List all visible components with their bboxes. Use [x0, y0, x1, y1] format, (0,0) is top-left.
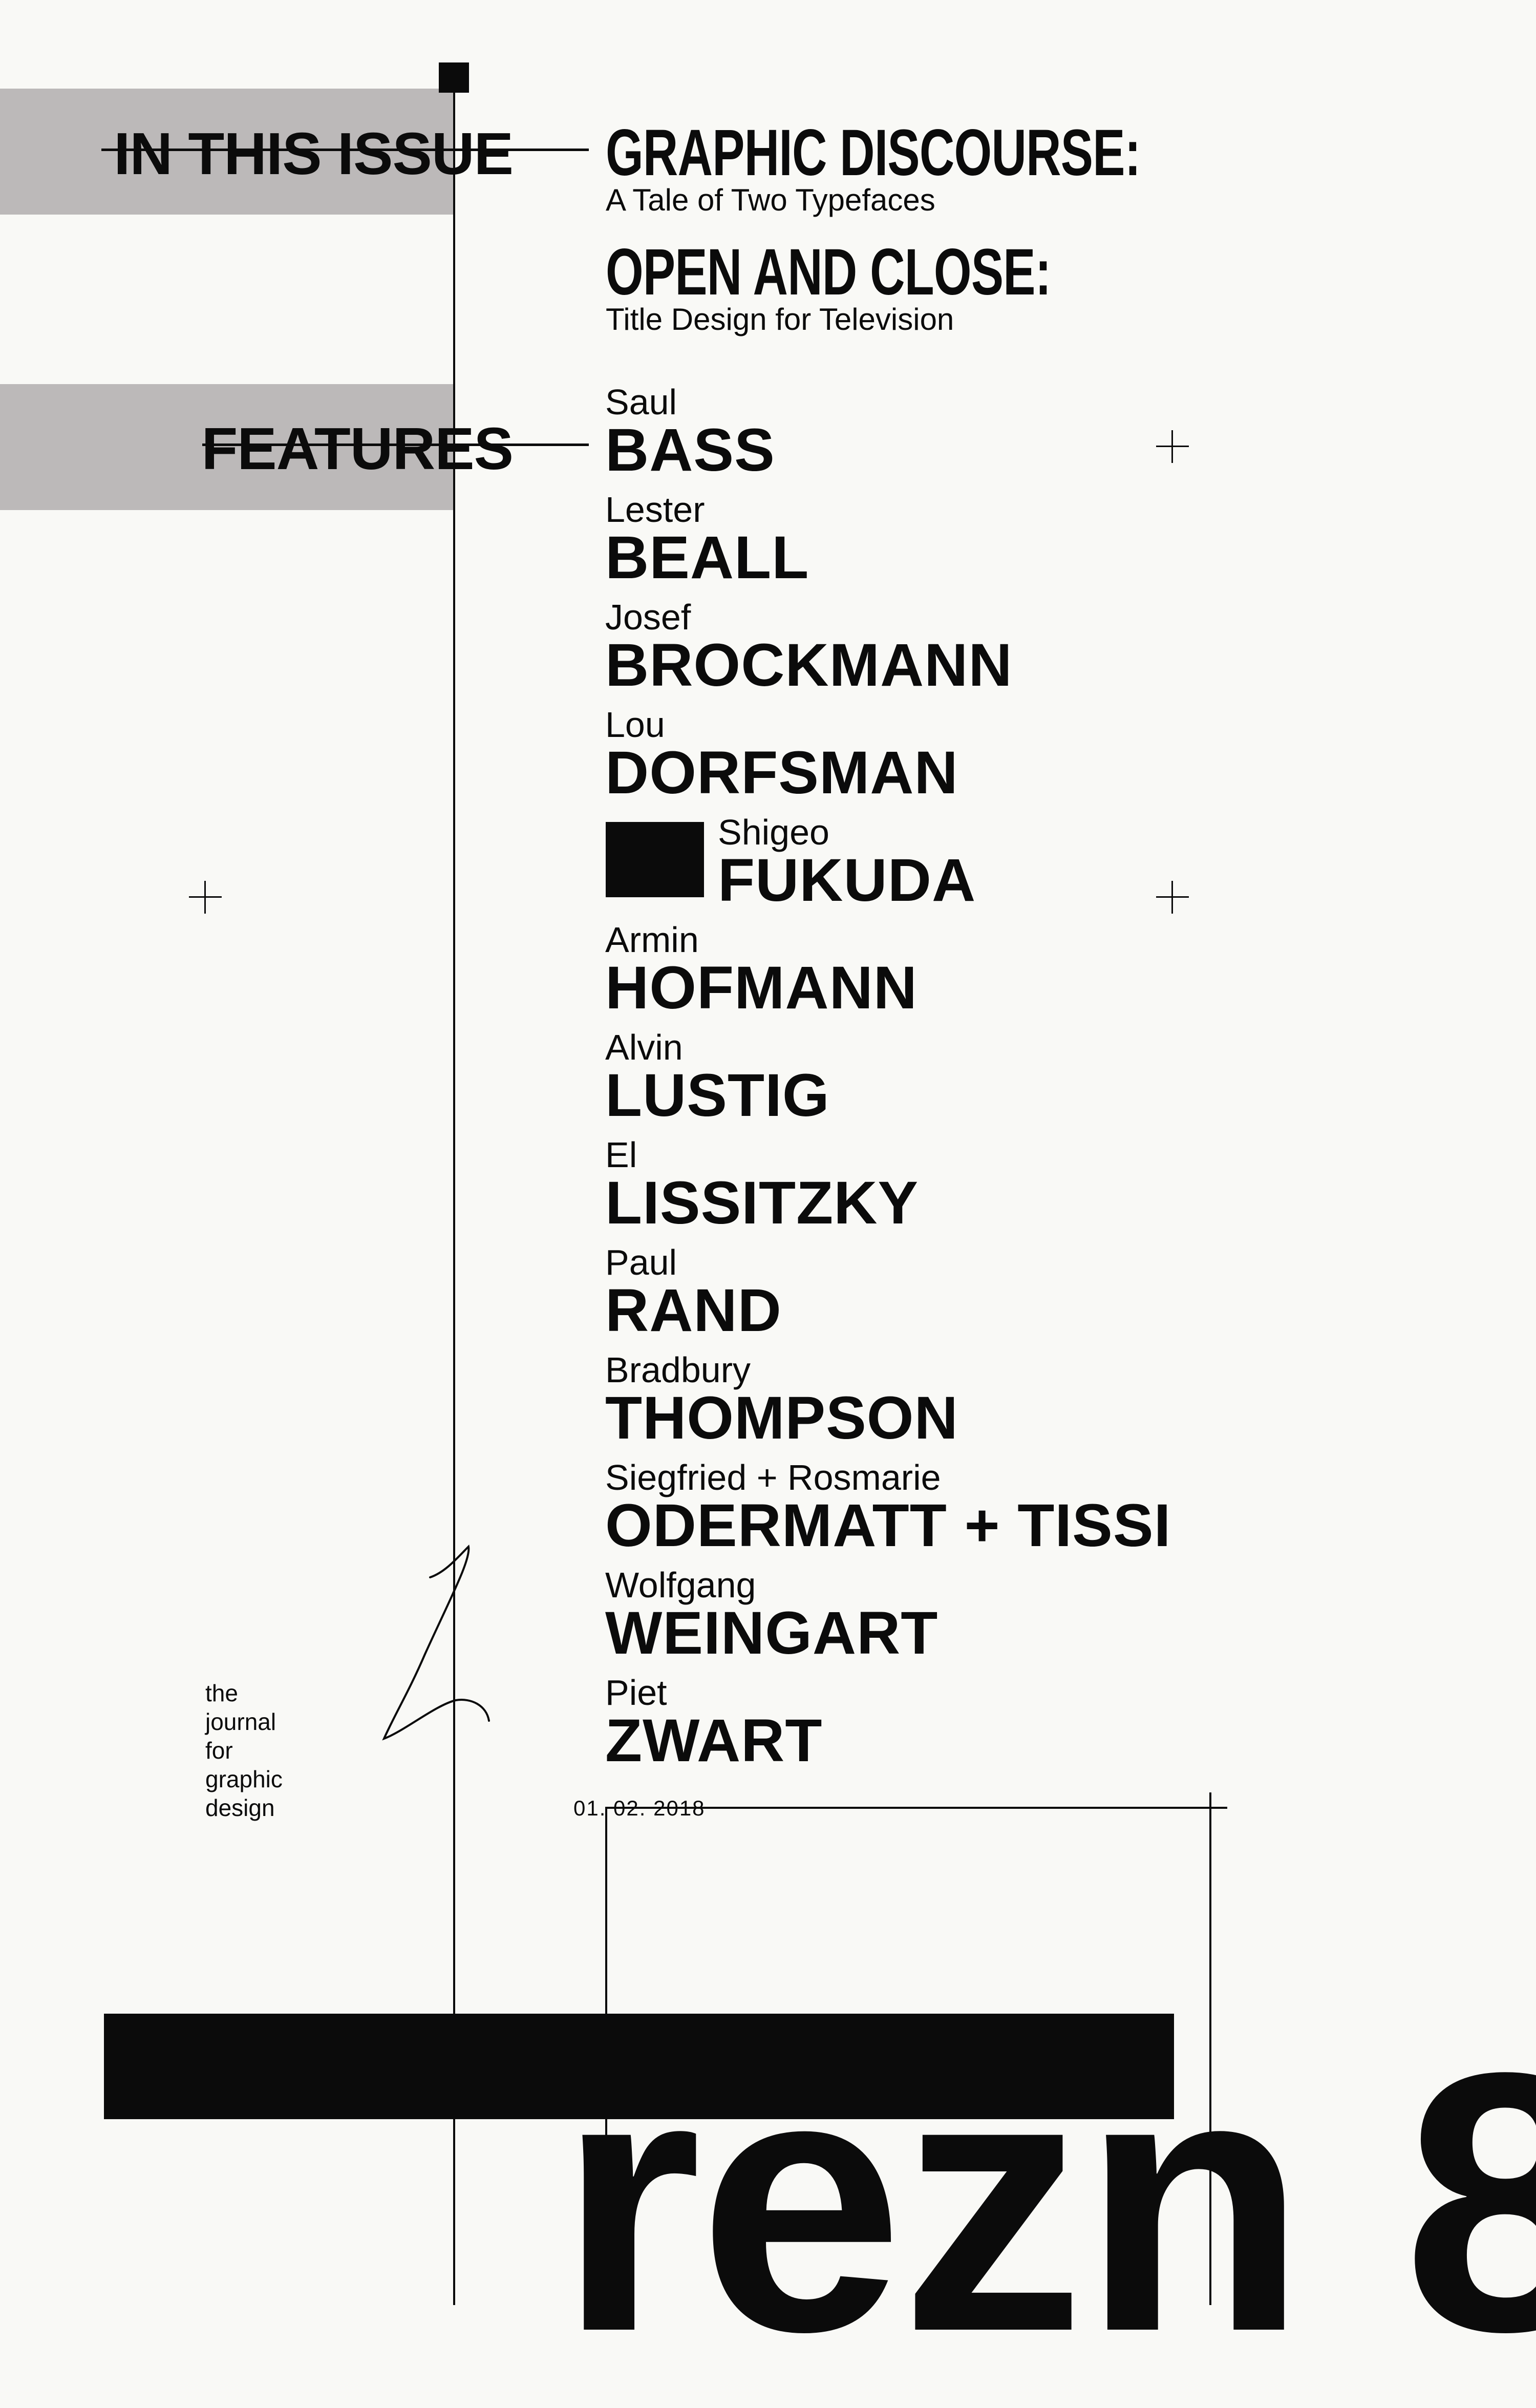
masthead-bar: [104, 2014, 1174, 2119]
feature-last-name: BEALL: [605, 524, 809, 592]
feature-item: Armin HOFMANN: [605, 922, 918, 1018]
issue-title: GRAPHIC DISCOURSE:: [606, 116, 1141, 189]
issue-subtitle: A Tale of Two Typefaces: [606, 183, 935, 217]
feature-item: Josef BROCKMANN: [605, 599, 1013, 695]
vertical-rule: [453, 77, 455, 2305]
crosshair-icon: [1156, 430, 1189, 463]
frame-top-rule: [605, 1807, 1227, 1809]
feature-first-name: Lester: [605, 490, 705, 530]
feature-item: Shigeo FUKUDA: [718, 814, 976, 911]
feature-first-name: Alvin: [605, 1027, 683, 1067]
frame-right-rule: [1209, 1792, 1211, 2305]
feature-item: Lester BEALL: [605, 492, 809, 588]
feature-item: Siegfried + Rosmarie ODERMATT + TISSI: [605, 1460, 1171, 1556]
feature-first-name: Shigeo: [718, 812, 829, 852]
tagline: the journal for graphic design: [205, 1679, 283, 1822]
masthead-title: rezn 8: [558, 1996, 1536, 2408]
feature-last-name: FUKUDA: [718, 847, 976, 914]
tagline-line: the: [205, 1680, 238, 1706]
feature-item: Saul BASS: [605, 384, 775, 480]
feature-first-name: Wolfgang: [605, 1565, 756, 1605]
feature-item: Piet ZWART: [605, 1675, 822, 1771]
feature-item: Alvin LUSTIG: [605, 1029, 830, 1126]
feature-first-name: Siegfried + Rosmarie: [605, 1458, 941, 1497]
feature-item: Lou DORFSMAN: [605, 707, 958, 803]
signature-scribble: [382, 1544, 490, 1741]
features-band: [0, 384, 454, 510]
features-label: FEATURES: [201, 415, 514, 482]
issue-item-1: GRAPHIC DISCOURSE: A Tale of Two Typefac…: [606, 120, 1328, 216]
feature-last-name: WEINGART: [605, 1599, 938, 1667]
feature-last-name: ODERMATT + TISSI: [605, 1492, 1171, 1559]
feature-square-marker: [606, 822, 704, 897]
feature-first-name: Paul: [605, 1242, 677, 1282]
feature-last-name: HOFMANN: [605, 954, 918, 1022]
feature-item: Paul RAND: [605, 1244, 782, 1341]
feature-first-name: Bradbury: [605, 1350, 751, 1390]
tagline-line: design: [205, 1794, 275, 1821]
feature-first-name: Armin: [605, 920, 699, 960]
feature-first-name: El: [605, 1135, 637, 1175]
feature-first-name: Piet: [605, 1673, 667, 1713]
feature-first-name: Josef: [605, 597, 691, 637]
feature-item: El LISSITZKY: [605, 1137, 919, 1233]
in-this-issue-label: IN THIS ISSUE: [114, 120, 514, 187]
tagline-line: graphic: [205, 1766, 283, 1792]
tagline-line: for: [205, 1737, 233, 1764]
feature-item: Wolfgang WEINGART: [605, 1567, 938, 1663]
top-square: [439, 62, 469, 93]
tagline-line: journal: [205, 1708, 276, 1735]
feature-first-name: Lou: [605, 705, 665, 745]
features-strike: [202, 443, 589, 446]
feature-last-name: BASS: [605, 416, 775, 484]
feature-last-name: RAND: [605, 1277, 782, 1344]
issue-title: OPEN AND CLOSE:: [606, 236, 1051, 309]
in-this-issue-band: [0, 89, 454, 215]
feature-last-name: LISSITZKY: [605, 1169, 919, 1237]
feature-last-name: DORFSMAN: [605, 739, 958, 807]
feature-last-name: THOMPSON: [605, 1384, 958, 1452]
feature-first-name: Saul: [605, 382, 677, 422]
crosshair-icon: [189, 881, 222, 914]
feature-last-name: ZWART: [605, 1707, 823, 1775]
crosshair-icon: [1156, 881, 1189, 914]
feature-last-name: LUSTIG: [605, 1062, 830, 1129]
issue-item-2: OPEN AND CLOSE: Title Design for Televis…: [606, 240, 1207, 335]
feature-item: Bradbury THOMPSON: [605, 1352, 958, 1448]
feature-last-name: BROCKMANN: [605, 631, 1013, 699]
issue-subtitle: Title Design for Television: [606, 302, 954, 336]
in-this-issue-strike: [101, 149, 589, 151]
